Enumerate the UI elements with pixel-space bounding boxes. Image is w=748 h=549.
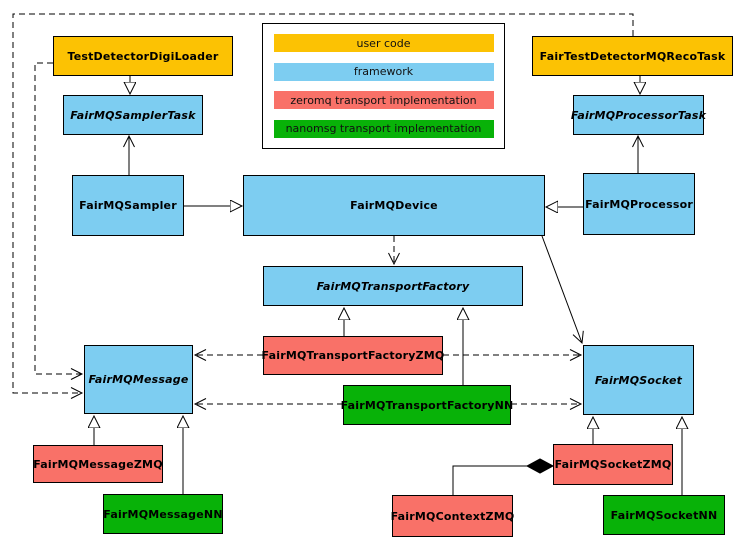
- composition-diamond: [525, 458, 555, 474]
- node-fairmqmessagenn: FairMQMessageNN: [103, 494, 223, 534]
- node-fairmqtransportfactoryzmq: FairMQTransportFactoryZMQ: [262, 336, 444, 375]
- node-fairmqsocketzmq: FairMQSocketZMQ: [553, 444, 673, 485]
- edge-device-socket: [541, 235, 584, 345]
- legend-item-zeromq: zeromq transport implementation: [273, 91, 494, 110]
- node-fairmqcontextzmq: FairMQContextZMQ: [391, 495, 514, 537]
- node-testdetectordigiloader: TestDetectorDigiLoader: [53, 36, 233, 76]
- legend-box: user code framework zeromq transport imp…: [262, 23, 505, 149]
- node-fairmqsampler: FairMQSampler: [72, 175, 184, 236]
- legend-label: zeromq transport implementation: [290, 93, 477, 107]
- legend-label: framework: [353, 65, 414, 79]
- legend-label: nanomsg transport implementation: [285, 122, 482, 136]
- node-fairmqmessagezmq: FairMQMessageZMQ: [33, 445, 163, 483]
- legend-label: user code: [356, 36, 411, 50]
- node-fairmqprocessor: FairMQProcessor: [583, 173, 695, 235]
- node-fairmqsocketnn: FairMQSocketNN: [603, 495, 725, 535]
- node-fairmqsamplertask: FairMQSamplerTask: [63, 95, 203, 135]
- edge-contextzmq-socketzmq: [452, 465, 527, 495]
- node-fairmqtransportfactorynn: FairMQTransportFactoryNN: [341, 385, 513, 425]
- node-fairmqtransportfactory: FairMQTransportFactory: [263, 266, 523, 306]
- legend-item-nanomsg: nanomsg transport implementation: [273, 119, 494, 138]
- legend-item-framework: framework: [273, 62, 494, 81]
- node-fairmqmessage: FairMQMessage: [84, 345, 193, 414]
- node-fairmqprocessortask: FairMQProcessorTask: [571, 95, 706, 135]
- legend-item-user-code: user code: [273, 34, 494, 53]
- node-fairmqdevice: FairMQDevice: [243, 175, 545, 236]
- node-fairmqsocket: FairMQSocket: [583, 345, 694, 415]
- node-fairtestdetectormqrecotask: FairTestDetectorMQRecoTask: [532, 36, 733, 76]
